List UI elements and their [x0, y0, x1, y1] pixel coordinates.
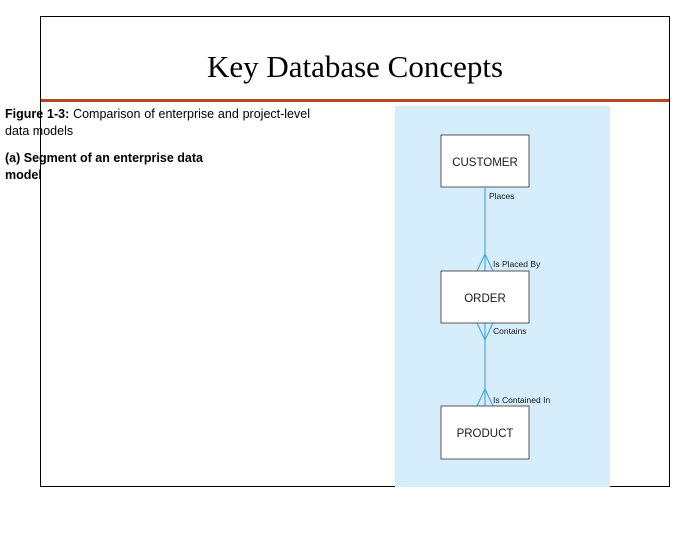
entity-product-label: PRODUCT [457, 428, 514, 440]
entity-box-order [440, 270, 530, 324]
figure-label: Figure 1-3: [5, 107, 70, 121]
relationship-contains: Contains [493, 326, 527, 336]
slide-title: Key Database Concepts [206, 49, 504, 84]
figure-caption-text: Figure 1-3: Comparison of enterprise and… [5, 106, 310, 140]
figure-description: Comparison of enterprise and project-lev… [5, 107, 310, 138]
entity-order-label: ORDER [464, 293, 506, 305]
title-divider [41, 99, 669, 102]
entity-customer-label: CUSTOMER [452, 157, 518, 169]
figure-caption: Figure 1-3: Comparison of enterprise and… [5, 106, 310, 184]
figure-subtitle: (a) Segment of an enterprise data model [5, 151, 203, 182]
er-diagram-panel: CUSTOMER ORDER PRODUCT Places Is Placed … [395, 106, 610, 487]
relationship-places: Places [489, 191, 515, 201]
crows-foot-order-top [476, 252, 494, 272]
entity-box-product [440, 405, 530, 460]
er-diagram: CUSTOMER ORDER PRODUCT Places Is Placed … [440, 134, 550, 460]
crows-foot-product [476, 387, 494, 407]
crows-foot-order-bottom [476, 322, 494, 342]
relationship-is-placed-by: Is Placed By [493, 259, 541, 269]
entity-box-customer [440, 134, 530, 188]
relationship-is-contained-in: Is Contained In [493, 395, 550, 405]
